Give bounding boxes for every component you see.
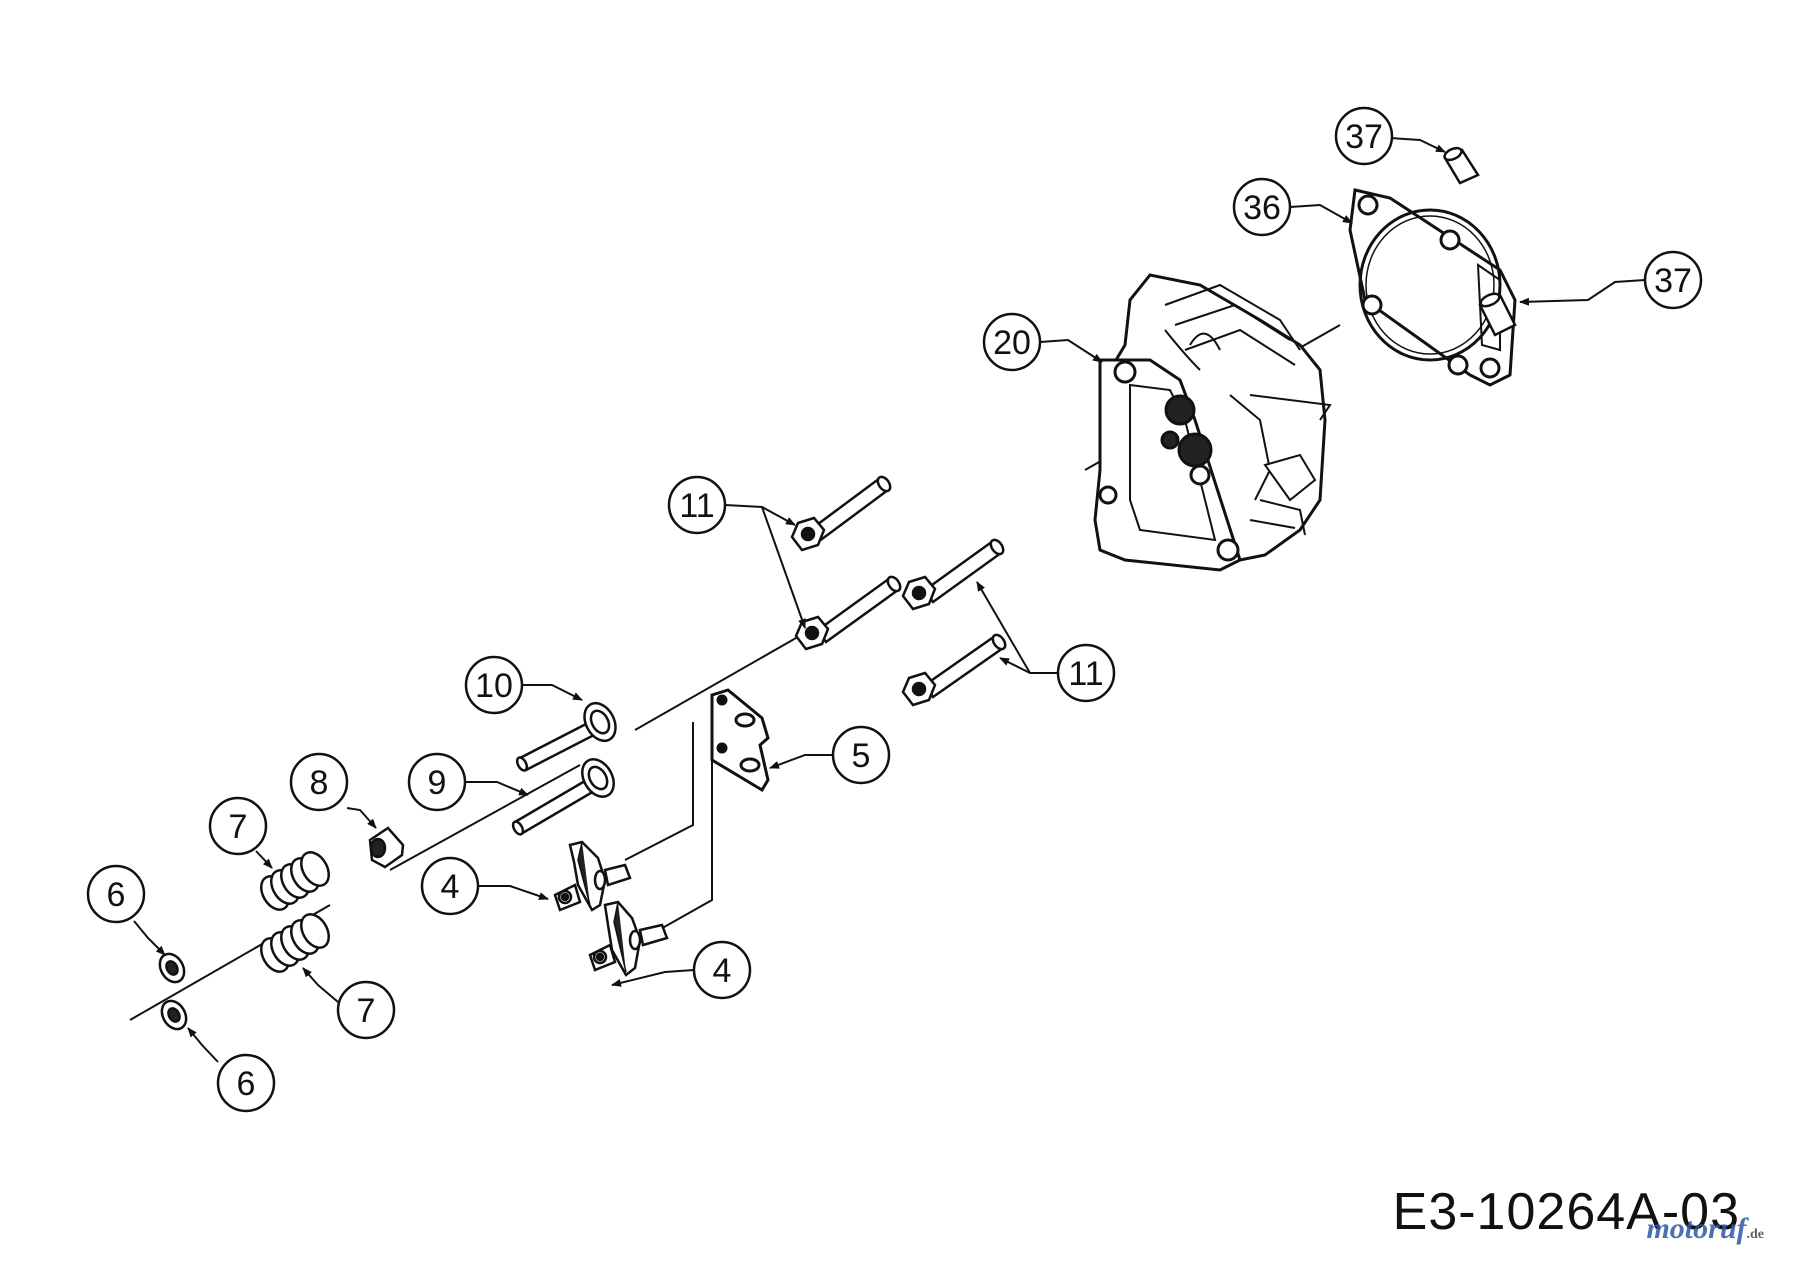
leader-4a (478, 885, 549, 900)
callout-label: 37 (1345, 118, 1383, 156)
callout-bubble (407, 752, 467, 812)
leader-7a (255, 850, 273, 869)
head-bolt-part (901, 633, 1007, 707)
callout-bubble (86, 864, 146, 924)
callout-bubble (831, 725, 891, 785)
leader-8 (346, 807, 377, 829)
leader-6b (187, 1027, 219, 1063)
leader-20 (1039, 338, 1103, 363)
leader-5 (769, 754, 833, 769)
head-bolt-part (901, 538, 1005, 611)
callout-label: 11 (679, 487, 714, 525)
rocker-arm-part (553, 840, 632, 912)
leader-7b (302, 967, 339, 1003)
leader-10 (522, 684, 583, 701)
watermark-tld: .de (1746, 1227, 1765, 1242)
callout-bubble (208, 796, 268, 856)
callout-label: 4 (441, 868, 460, 906)
callout-label: 7 (229, 808, 248, 846)
callout-label: 7 (357, 992, 376, 1030)
callout-bubble (1643, 250, 1703, 310)
callout-label: 11 (1068, 655, 1103, 693)
callout-label: 10 (475, 667, 513, 705)
callout-label: 9 (428, 764, 447, 802)
leader-4b (611, 969, 695, 987)
leader-6a (133, 920, 166, 956)
callout-label: 20 (993, 324, 1031, 362)
callout-bubble (1334, 106, 1394, 166)
head-gasket-part (1348, 188, 1517, 387)
assembly-axis-line (634, 629, 811, 731)
dowel-pin-part (1478, 292, 1517, 337)
leader-11a-2 (761, 506, 806, 629)
callout-bubble (464, 655, 524, 715)
callout-label: 8 (310, 764, 329, 802)
leader-36 (1289, 203, 1353, 224)
leader-11a-1 (724, 504, 796, 526)
leader-37a (1389, 137, 1446, 153)
intake-valve-part (515, 701, 617, 772)
callout-label: 6 (237, 1065, 256, 1103)
drawing-code: E3-10264A-03 (1392, 1183, 1740, 1241)
leader-11b-1 (976, 581, 1058, 674)
callout-label: 6 (107, 876, 126, 914)
exhaust-valve-part (511, 758, 615, 836)
dowel-pin-part (1443, 146, 1480, 185)
callout-bubble (692, 940, 752, 1000)
callout-bubble (667, 475, 727, 535)
callout-label: 4 (713, 952, 732, 990)
head-bolt-part (794, 575, 902, 651)
valve-spring-part (260, 913, 330, 973)
callout-bubble (289, 752, 349, 812)
watermark-logo: motoruf.de (1646, 1212, 1764, 1246)
callout-bubble (216, 1053, 276, 1113)
leader-37b (1519, 279, 1646, 306)
valve-stem-seal-part (368, 826, 405, 869)
callout-label: 37 (1654, 262, 1692, 300)
callout-label: 5 (852, 737, 871, 775)
leader-11b-2 (999, 657, 1031, 674)
callout-bubble (982, 312, 1042, 372)
spring-retainer-part (158, 952, 186, 984)
push-rod-guide-plate-part (624, 688, 770, 936)
assembly-axis-line (389, 764, 581, 871)
callout-bubble (420, 856, 480, 916)
rocker-arm-part (588, 900, 669, 977)
valve-spring-part (260, 851, 330, 911)
callout-bubble (1232, 177, 1292, 237)
callout-label: 36 (1243, 189, 1281, 227)
leader-9 (465, 781, 529, 796)
spring-retainer-part (160, 999, 188, 1031)
watermark-text: motoruf (1646, 1212, 1747, 1245)
callout-bubble (336, 980, 396, 1040)
callout-bubble (1056, 643, 1116, 703)
head-bolt-part (790, 475, 892, 552)
cylinder-head-part (1093, 273, 1332, 572)
